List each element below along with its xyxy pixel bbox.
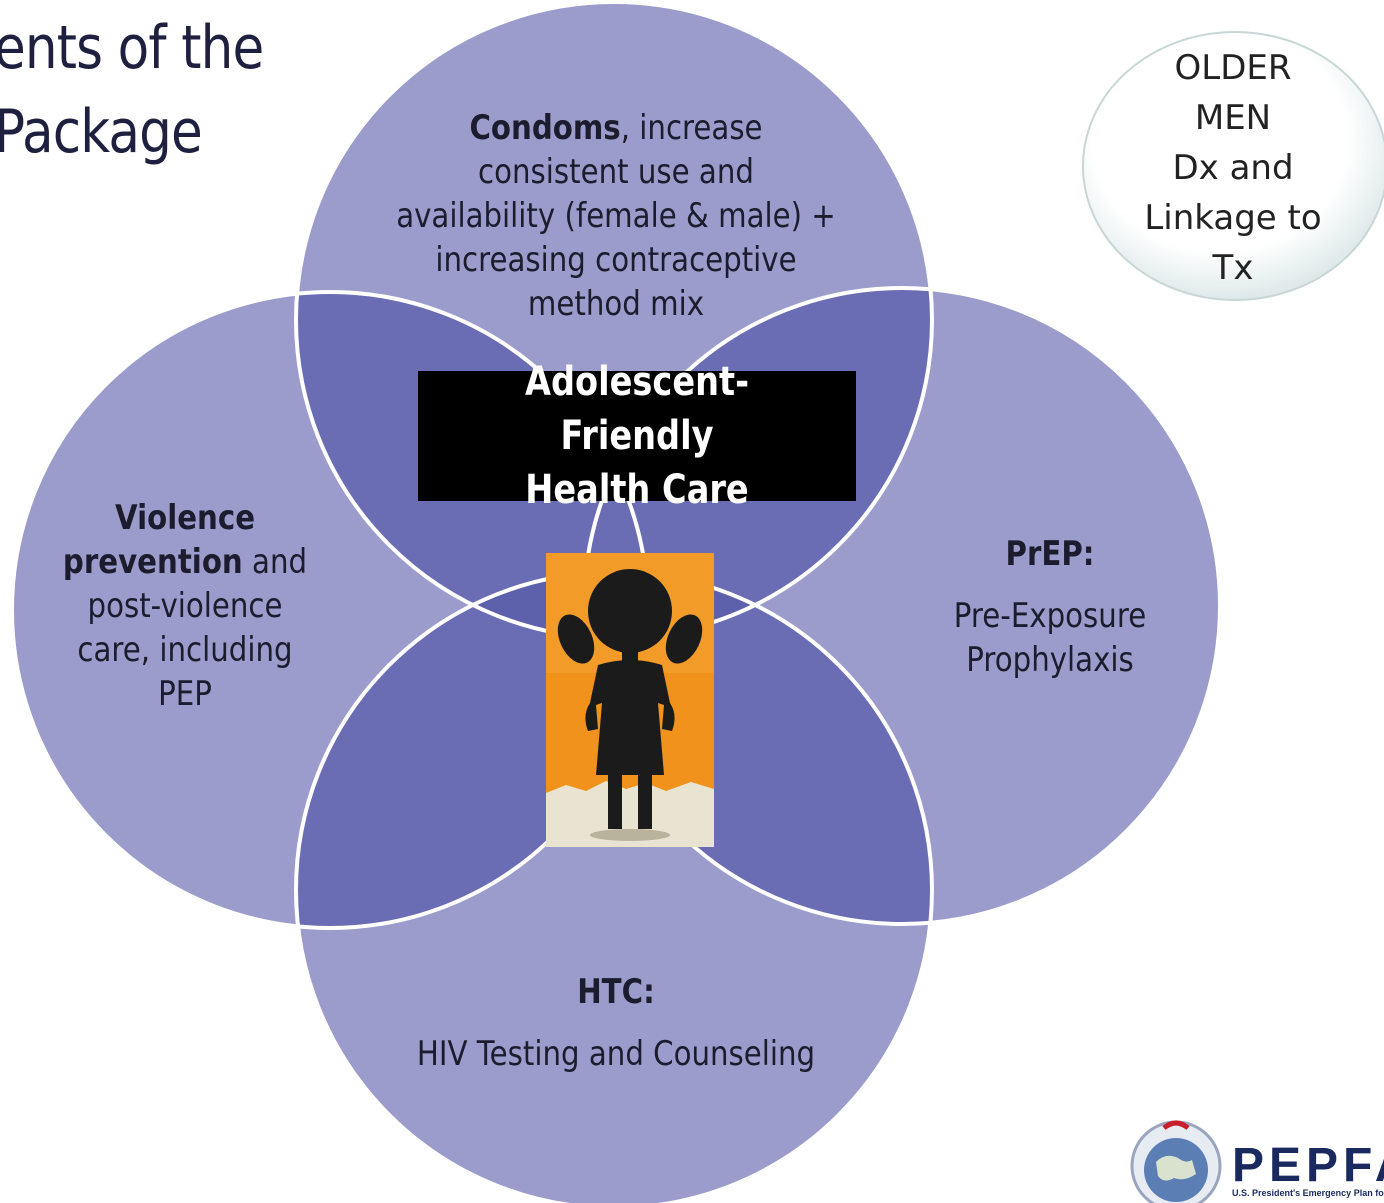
older-men-line-3: Dx and: [1172, 148, 1294, 188]
prep-heading: PrEP:: [1005, 534, 1095, 574]
prep-label: PrEP: Pre-Exposure Prophylaxis: [930, 532, 1171, 682]
pepfar-logo: [1130, 1120, 1222, 1203]
center-label-box: Adolescent-Friendly Health Care: [418, 359, 856, 513]
older-men-line-2: MEN: [1194, 98, 1272, 138]
violence-rest: and post-violence care, including PEP: [77, 542, 308, 714]
logo-wordmark: PEPFA: [1232, 1139, 1384, 1192]
violence-label: Violence prevention and post-violence ca…: [52, 496, 319, 716]
older-men-line-1: OLDER: [1174, 48, 1292, 88]
prep-line-2: Prophylaxis: [966, 640, 1134, 680]
older-men-line-4: Linkage to: [1144, 198, 1322, 238]
htc-label: HTC: HIV Testing and Counseling: [413, 970, 819, 1076]
htc-heading: HTC:: [577, 972, 655, 1012]
older-men-bubble: [1082, 31, 1384, 301]
older-men-text: OLDER MEN Dx and Linkage to Tx: [1092, 43, 1374, 293]
title-line-1: ents of the: [0, 13, 264, 83]
globe-seal-icon: [1130, 1120, 1222, 1203]
condoms-rest: , increase consistent use and availabili…: [396, 108, 836, 324]
center-line-1: Adolescent-Friendly: [524, 359, 750, 459]
logo-subtitle: U.S. President's Emergency Plan fo: [1232, 1188, 1384, 1198]
condoms-label: Condoms, increase consistent use and ava…: [396, 106, 836, 326]
adolescent-girl-icon: [546, 553, 714, 847]
title-line-2: Package: [0, 97, 203, 167]
prep-line-1: Pre-Exposure: [953, 596, 1147, 636]
violence-bold: Violence prevention: [62, 498, 256, 582]
center-line-2: Health Care: [525, 467, 749, 513]
condoms-bold: Condoms: [469, 108, 621, 148]
slide-title: ents of the Package: [0, 6, 264, 174]
older-men-line-5: Tx: [1212, 248, 1254, 288]
htc-line-1: HIV Testing and Counseling: [416, 1034, 816, 1074]
